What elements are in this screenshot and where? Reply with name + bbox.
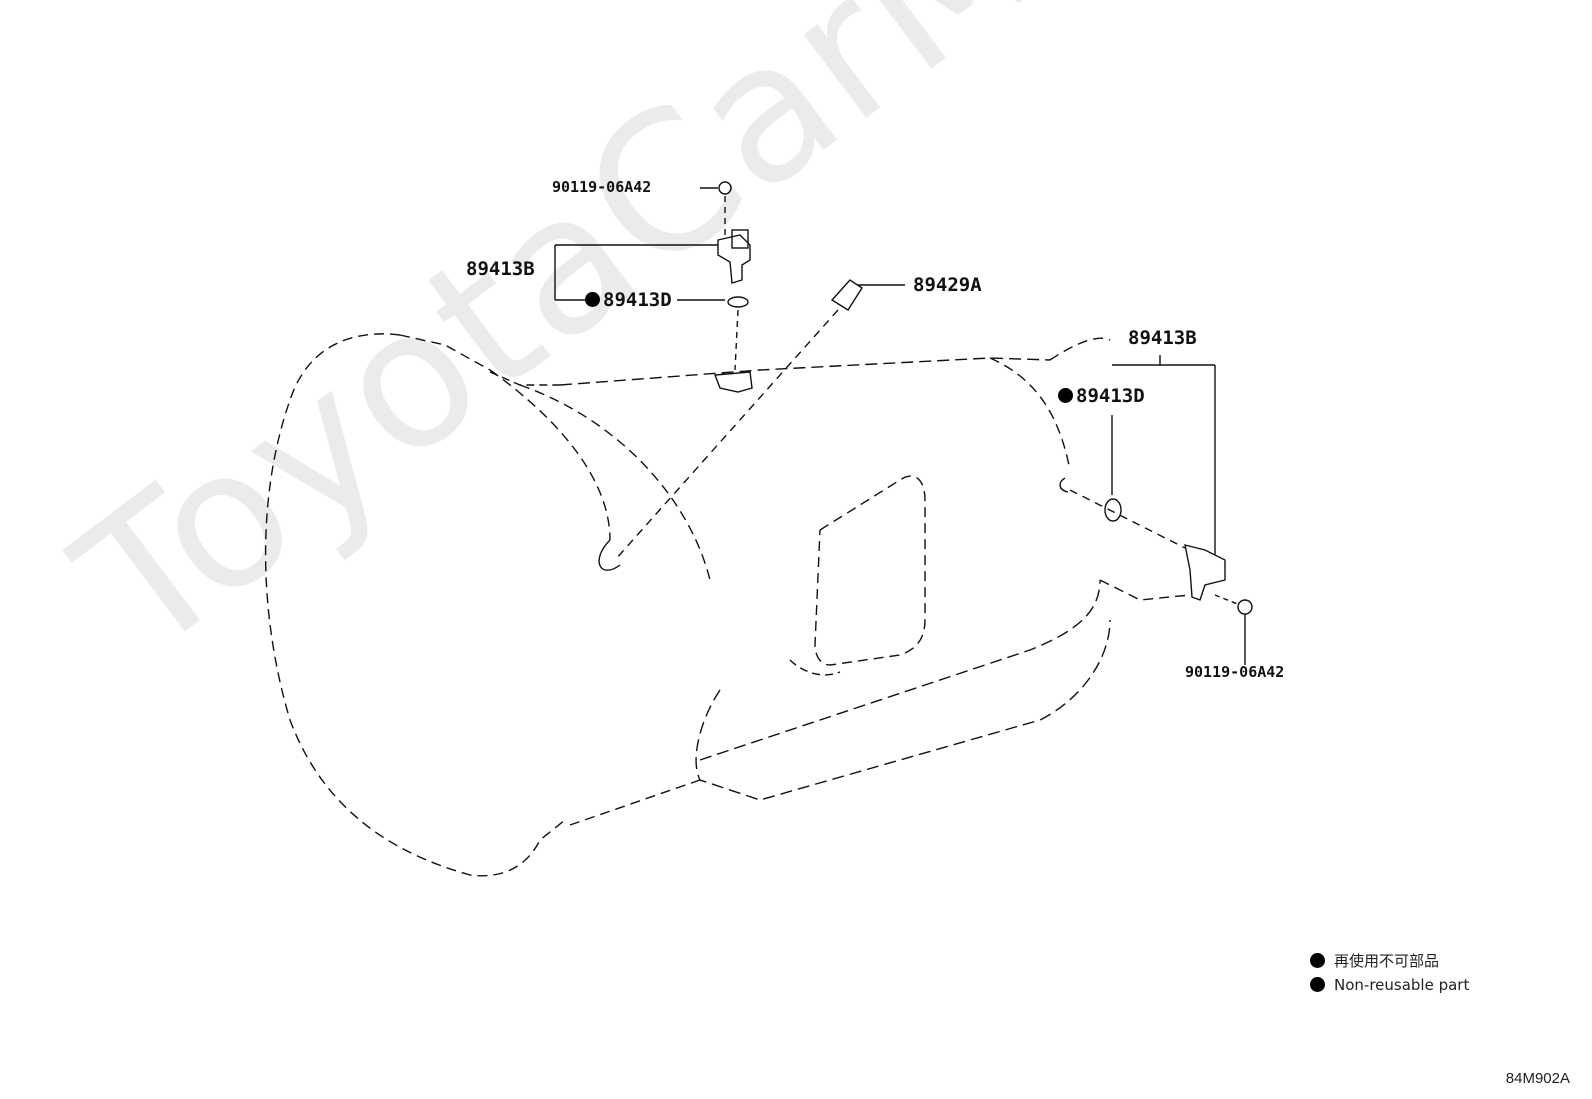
oring-right (1104, 498, 1122, 522)
callout-oring-right-text: 89413D (1076, 385, 1145, 407)
legend-jp: 再使用不可部品 (1310, 950, 1439, 971)
oring-top (727, 296, 749, 308)
sensor-right (1184, 544, 1226, 601)
callout-switch: 89429A (913, 274, 982, 296)
legend-jp-text: 再使用不可部品 (1334, 952, 1440, 970)
case-top-edge (559, 357, 1051, 386)
non-reusable-dot (1310, 953, 1325, 968)
callout-sensor-right: 89413B (1128, 327, 1197, 349)
oil-pan (814, 475, 926, 666)
legend-en-text: Non-reusable part (1334, 976, 1470, 994)
figure-id: 84M902A (1505, 1070, 1570, 1087)
switch-89429a (830, 279, 863, 311)
callout-bolt-right: 90119-06A42 (1185, 663, 1285, 681)
non-reusable-dot (585, 292, 600, 307)
non-reusable-dot (1058, 388, 1073, 403)
non-reusable-dot (1310, 977, 1325, 992)
legend-en: Non-reusable part (1310, 976, 1469, 994)
callout-oring-top-text: 89413D (603, 289, 672, 311)
callout-oring-right: 89413D (1058, 385, 1145, 407)
sensor-top (717, 234, 751, 284)
bell-housing (264, 333, 566, 877)
callout-oring-top: 89413D (585, 289, 672, 311)
callout-sensor-top: 89413B (466, 258, 535, 280)
callout-bolt-top: 90119-06A42 (552, 178, 652, 196)
